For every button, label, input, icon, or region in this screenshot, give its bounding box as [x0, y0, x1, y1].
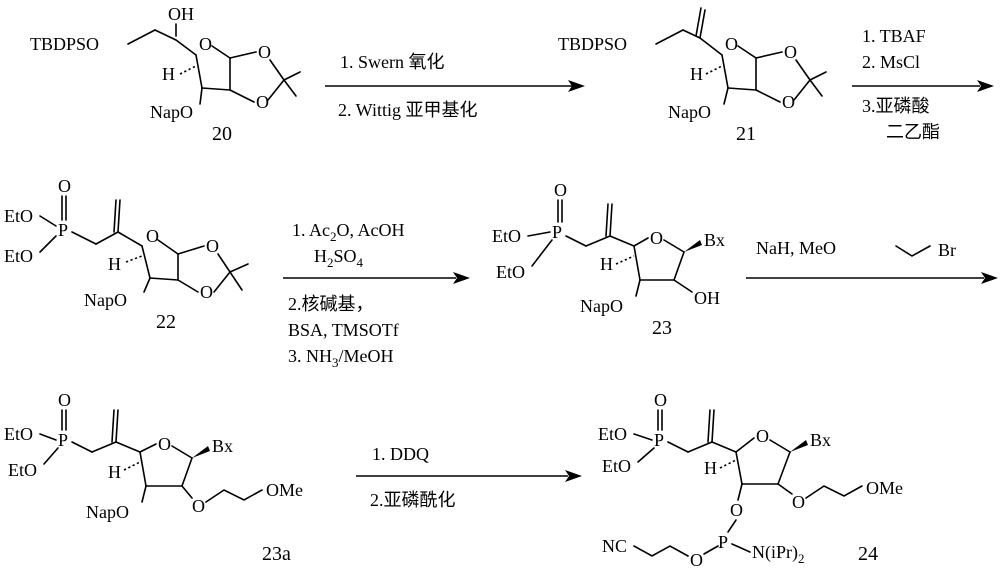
c23a-id: 23a — [262, 543, 291, 565]
c24-eto1-label: EtO — [598, 424, 627, 444]
c23a-ome-label: OMe — [266, 480, 303, 500]
c20-h-label: H — [162, 64, 175, 84]
arrow-2-below-2: 二乙酯 — [886, 122, 940, 142]
c24-p2-label: P — [718, 532, 728, 552]
c22-po-label: O — [58, 176, 71, 196]
arrow-2-above-1: 1. TBAF — [862, 26, 926, 46]
c20-oh-label: OH — [168, 4, 194, 24]
c22-id: 22 — [156, 311, 176, 333]
arrow-3: 1. Ac2O, AcOH H2SO4 2.核碱基， BSA, TMSOTf 3… — [283, 220, 470, 370]
c23-ring-o: O — [650, 228, 663, 248]
c21-ring-o: O — [725, 34, 738, 54]
compound-24: O P EtO EtO O Bx H O OMe O P N(iPr)2 O — [598, 390, 903, 570]
arrow-3-line-2: H2SO4 — [314, 246, 364, 270]
c21-acetonide-o2: O — [782, 92, 795, 112]
c20-tbdpso-label: TBDPSO — [30, 34, 99, 54]
c23-bx-label: Bx — [704, 230, 725, 250]
c24-ring-o: O — [756, 426, 769, 446]
c22-acetonide-o2: O — [200, 282, 213, 302]
c24-p-label: P — [654, 430, 664, 450]
c23a-p-label: P — [58, 430, 68, 450]
c22-acetonide-o1: O — [206, 236, 219, 256]
arrow-5: 1. DDQ 2.亚磷酰化 — [356, 444, 582, 510]
arrow-2-above-2: 2. MsCl — [862, 52, 920, 72]
c20-napo-label: NapO — [150, 102, 193, 122]
arrow-2: 1. TBAF 2. MsCl 3.亚磷酸 二乙酯 — [852, 26, 994, 142]
c23-eto1-label: EtO — [492, 226, 521, 246]
arrow-1: 1. Swern 氧化 2. Wittig 亚甲基化 — [325, 52, 585, 120]
c23a-eto1-label: EtO — [4, 424, 33, 444]
compound-23a: O P EtO EtO O Bx H O OMe NapO 23a — [4, 390, 303, 565]
c24-ome-label: OMe — [866, 478, 903, 498]
c24-po-label: O — [654, 390, 667, 410]
c24-nipr-label: N(iPr)2 — [752, 542, 805, 566]
c24-nc-label: NC — [602, 536, 627, 556]
arrow-2-below-1: 3.亚磷酸 — [862, 96, 930, 116]
c23-eto2-label: EtO — [496, 262, 525, 282]
c23a-o-ether: O — [192, 496, 205, 516]
c23-id: 23 — [652, 317, 672, 339]
c22-eto1-label: EtO — [4, 206, 33, 226]
c24-o-phos: O — [730, 500, 743, 520]
c22-h-label: H — [108, 254, 121, 274]
c24-bx-label: Bx — [810, 430, 831, 450]
c24-o-ether: O — [792, 492, 805, 512]
compound-20: OH TBDPSO O H O O NapO 20 — [30, 4, 300, 145]
c22-eto2-label: EtO — [4, 246, 33, 266]
arrow-5-above: 1. DDQ — [372, 444, 429, 464]
c22-p-label: P — [58, 220, 68, 240]
arrow-3-line-3: 2.核碱基， — [288, 294, 374, 314]
c23-p-label: P — [552, 222, 562, 242]
c21-id: 21 — [736, 123, 756, 145]
c23a-eto2-label: EtO — [8, 460, 37, 480]
c23a-po-label: O — [58, 390, 71, 410]
arrow-4: NaH, MeO Br — [746, 238, 998, 284]
c20-acetonide-o1: O — [258, 42, 271, 62]
compound-22: O P EtO EtO O H O O NapO 22 — [4, 176, 248, 333]
c24-eto2-label: EtO — [602, 456, 631, 476]
c24-id: 24 — [858, 543, 878, 565]
c23a-napo-label: NapO — [86, 502, 129, 522]
c23a-bx-label: Bx — [212, 436, 233, 456]
arrow-4-reagent-br: Br — [938, 240, 956, 260]
arrow-3-line-4: BSA, TMSOTf — [288, 320, 399, 340]
c23-po-label: O — [554, 180, 567, 200]
c23-h-label: H — [600, 254, 613, 274]
arrow-3-line-5: 3. NH3/MeOH — [288, 346, 394, 370]
c24-h-label: H — [704, 458, 717, 478]
arrow-4-reagent-1: NaH, MeO — [756, 238, 836, 258]
compound-23: O P EtO EtO O Bx H OH NapO 23 — [492, 180, 725, 339]
c21-acetonide-o1: O — [784, 42, 797, 62]
c21-tbdpso-label: TBDPSO — [558, 34, 627, 54]
c20-acetonide-o2: O — [256, 92, 269, 112]
compound-21: TBDPSO O H O O NapO 21 — [558, 8, 826, 145]
c23-oh-label: OH — [694, 288, 720, 308]
arrow-3-line-1: 1. Ac2O, AcOH — [292, 220, 405, 244]
c20-ring-o: O — [199, 34, 212, 54]
c24-o-cyano: O — [690, 550, 703, 570]
arrow-1-below: 2. Wittig 亚甲基化 — [338, 100, 477, 120]
c20-id: 20 — [212, 123, 232, 145]
c22-napo-label: NapO — [84, 290, 127, 310]
c22-ring-o: O — [146, 226, 159, 246]
c23a-h-label: H — [108, 462, 121, 482]
c21-napo-label: NapO — [668, 102, 711, 122]
arrow-1-above: 1. Swern 氧化 — [340, 52, 445, 72]
c23-napo-label: NapO — [580, 296, 623, 316]
arrow-5-below: 2.亚磷酰化 — [370, 490, 456, 510]
c23a-ring-o: O — [158, 434, 171, 454]
c21-h-label: H — [690, 64, 703, 84]
